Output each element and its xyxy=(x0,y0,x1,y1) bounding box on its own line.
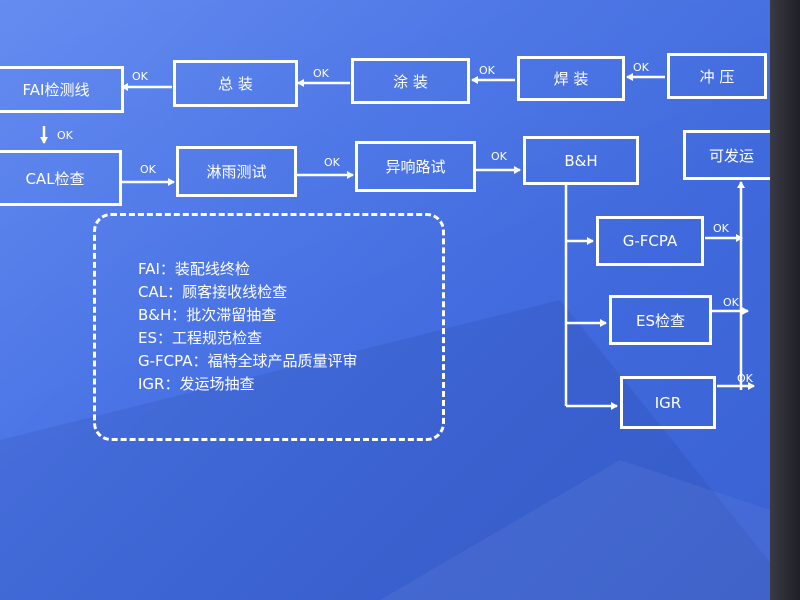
step-igr: IGR xyxy=(620,376,716,429)
step-welding: 焊 装 xyxy=(517,56,625,101)
step-stamping: 冲 压 xyxy=(667,53,767,99)
step-painting: 涂 装 xyxy=(351,58,470,104)
step-fai-inspection-line: FAI检测线 xyxy=(0,66,124,113)
ok-label: OK xyxy=(324,156,340,169)
legend-item: G-FCPA：福特全球产品质量评审 xyxy=(138,352,358,370)
ok-label: OK xyxy=(57,129,73,142)
step-noise-road-test: 异响路试 xyxy=(355,141,476,192)
ok-label: OK xyxy=(713,222,729,235)
legend-item: ES：工程规范检查 xyxy=(138,329,262,347)
ok-label: OK xyxy=(723,296,739,309)
screen-frame-edge xyxy=(770,0,800,600)
ok-label: OK xyxy=(132,70,148,83)
step-g-fcpa: G-FCPA xyxy=(596,216,704,266)
ok-label: OK xyxy=(140,163,156,176)
step-cal-inspection: CAL检查 xyxy=(0,150,122,206)
ok-label: OK xyxy=(737,372,753,385)
step-es-inspection: ES检查 xyxy=(609,295,712,345)
step-rain-test: 淋雨测试 xyxy=(176,146,297,197)
ok-label: OK xyxy=(479,64,495,77)
legend-item: IGR：发运场抽查 xyxy=(138,375,255,393)
legend-item: FAI：装配线终检 xyxy=(138,260,250,278)
ok-label: OK xyxy=(313,67,329,80)
ok-label: OK xyxy=(633,61,649,74)
step-final-assembly: 总 装 xyxy=(173,60,298,107)
legend-item: B&H：批次滞留抽查 xyxy=(138,306,277,324)
step-ready-to-ship: 可发运 xyxy=(683,130,780,180)
ok-label: OK xyxy=(491,150,507,163)
step-bh: B&H xyxy=(523,136,639,185)
legend-item: CAL：顾客接收线检查 xyxy=(138,283,288,301)
legend-box xyxy=(93,213,445,441)
